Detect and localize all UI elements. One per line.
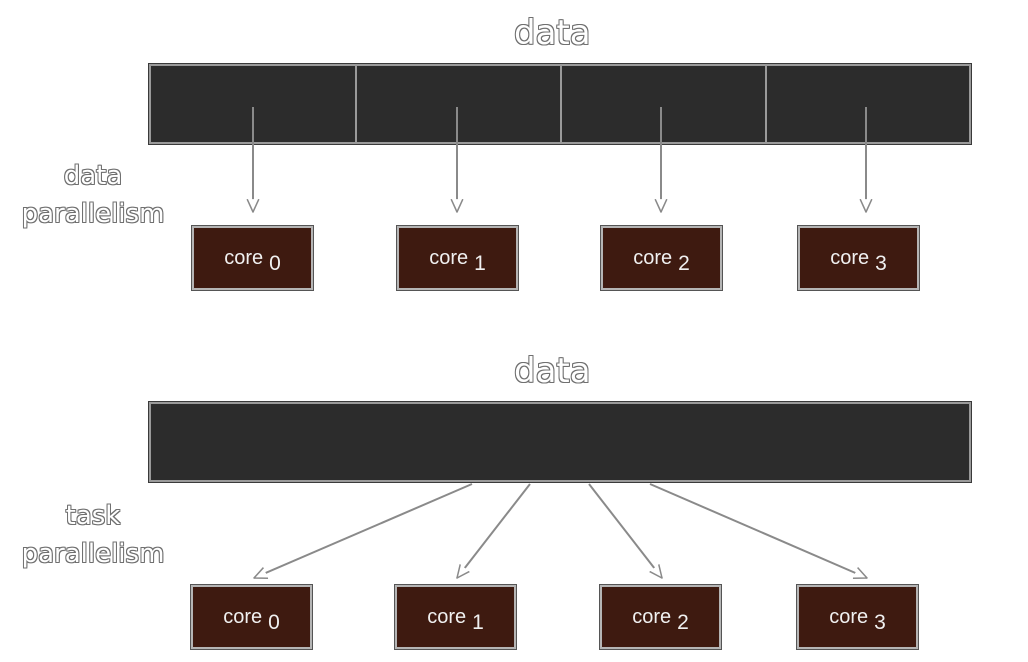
- shared-data-bar: [149, 402, 971, 482]
- side-label-line: task: [65, 501, 121, 531]
- side-label-line: parallelism: [21, 538, 165, 569]
- core-label: core: [427, 605, 467, 628]
- arrow-data-to-core: [588, 483, 663, 578]
- arrow-data-to-core: [254, 483, 473, 578]
- data-segment: [357, 66, 562, 142]
- core-index: 2: [678, 252, 690, 275]
- data-parallel-title: data: [514, 13, 591, 53]
- data-parallelism-label: data parallelism: [18, 158, 168, 233]
- core-index: 0: [269, 252, 281, 275]
- core-label: core: [223, 605, 263, 628]
- task-parallel-title: data: [514, 351, 591, 391]
- partitioned-data-bar: [149, 64, 971, 144]
- core-label: core: [830, 246, 870, 269]
- arrow-data-to-core: [649, 483, 867, 578]
- core-label: core: [632, 605, 672, 628]
- core-index: 1: [472, 611, 484, 634]
- core-index: 0: [268, 611, 280, 634]
- core-index: 1: [474, 252, 486, 275]
- core-label: core: [429, 246, 469, 269]
- core-index: 3: [875, 252, 887, 275]
- core-index: 2: [677, 611, 689, 634]
- data-segment: [151, 66, 357, 142]
- core-label: core: [224, 246, 264, 269]
- task-parallelism-label: task parallelism: [18, 498, 168, 573]
- data-segment: [562, 66, 767, 142]
- arrow-data-to-core: [456, 483, 531, 578]
- side-label-line: data: [63, 161, 123, 191]
- side-label-line: parallelism: [21, 198, 165, 229]
- core-label: core: [829, 605, 869, 628]
- core-index: 3: [874, 611, 886, 634]
- core-label: core: [633, 246, 673, 269]
